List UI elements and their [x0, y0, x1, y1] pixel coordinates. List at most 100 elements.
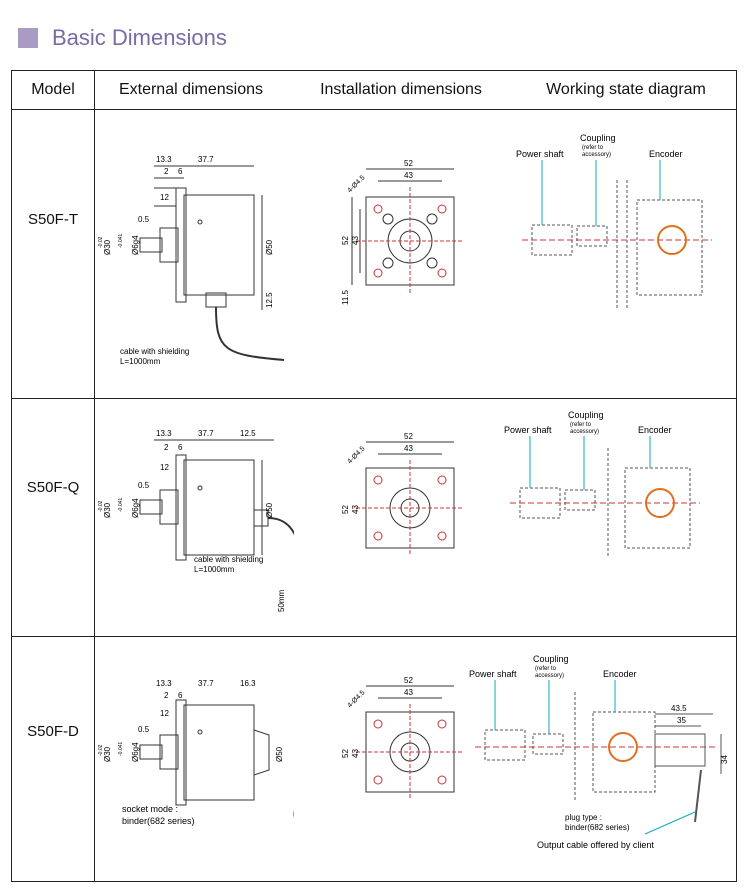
header-square-icon — [18, 28, 38, 48]
dim-label: 43 — [404, 444, 413, 453]
coupling-label: Coupling — [568, 410, 604, 420]
dim-label: 0.5 — [138, 215, 150, 224]
cable-label: cable with shielding — [120, 347, 189, 356]
dim-label: 43 — [351, 505, 360, 514]
output-cable-label: Output cable offered by client — [537, 840, 654, 850]
encoder-label: Encoder — [649, 149, 683, 159]
dim-label: 6 — [178, 167, 183, 176]
dim-label: 52 — [341, 236, 350, 245]
dim-label: Ø50 — [265, 502, 274, 518]
dim-label: Ø6g4 — [131, 498, 140, 518]
cable-label: cable with shielding — [194, 555, 263, 564]
dim-label: 35 — [677, 716, 686, 725]
dim-label: -0.041 — [118, 498, 124, 512]
page-title: Basic Dimensions — [52, 25, 227, 50]
length-label: L=1000mm — [194, 565, 235, 574]
dim-label: Ø6g4 — [131, 742, 140, 762]
model-name: S50F-T — [27, 211, 78, 228]
dim-label: 6 — [178, 691, 183, 700]
dim-label: 12 — [160, 709, 169, 718]
dim-label: 52 — [341, 505, 350, 514]
socket-label: binder(682 series) — [122, 816, 195, 826]
dim-label: Ø30 — [103, 239, 112, 255]
dim-label: 13.3 — [156, 429, 172, 438]
dim-label: 12.5 — [265, 292, 274, 308]
dim-label: 37.7 — [198, 429, 214, 438]
dim-label: 43.5 — [671, 704, 687, 713]
plug-label: binder(682 series) — [565, 823, 630, 832]
plug-label: plug type : — [565, 813, 602, 822]
dim-label: 43 — [404, 171, 413, 180]
coupling-note: (refer to — [570, 422, 592, 428]
dim-label: 52 — [404, 432, 413, 441]
dim-label: -0.02 — [98, 744, 104, 756]
dim-label: 0.5 — [138, 481, 150, 490]
dim-label: 43 — [404, 688, 413, 697]
external-drawing-s50f-d: 13.3 37.7 16.3 2 6 12 0.5 Ø6g4 Ø30 -0.02… — [98, 679, 294, 826]
dim-label: 0.5 — [138, 725, 150, 734]
dimensions-table: Model External dimensions Installation d… — [11, 70, 737, 882]
working-diagram-s50f-d: Power shaft Coupling (refer to accessory… — [469, 654, 729, 850]
working-diagram-s50f-t: Power shaft Coupling (refer to accessory… — [516, 133, 712, 310]
encoder-label: Encoder — [603, 669, 637, 679]
col-header-installation: Installation dimensions — [320, 81, 482, 98]
dim-label: 37.7 — [198, 679, 214, 688]
dim-label: 2 — [164, 443, 169, 452]
coupling-note: (refer to — [582, 145, 604, 151]
dim-label: -0.041 — [118, 234, 124, 248]
encoder-label: Encoder — [638, 425, 672, 435]
coupling-label: Coupling — [533, 654, 569, 664]
dim-label: 52 — [404, 159, 413, 168]
dim-label: Ø50 — [275, 746, 284, 762]
external-drawing-s50f-q: 13.3 37.7 12.5 2 6 12 0.5 Ø6g4 Ø30 -0.02… — [98, 429, 294, 612]
length-label: L=1000mm — [120, 357, 161, 366]
dim-label: -0.041 — [118, 742, 124, 756]
col-header-working: Working state diagram — [546, 81, 706, 98]
dim-label: 4-Ø4.5 — [346, 689, 366, 709]
external-drawing-s50f-t: 13.3 37.7 2 6 12 0.5 Ø6g4 Ø30 -0.02 -0.0… — [98, 155, 285, 366]
divider — [12, 636, 736, 637]
coupling-note: accessory) — [582, 152, 611, 158]
dim-label: 6 — [178, 443, 183, 452]
dim-label: Ø50 — [265, 239, 274, 255]
dim-label: 16.3 — [240, 679, 256, 688]
dim-label: 4-Ø4.5 — [346, 445, 366, 465]
socket-label: socket mode : — [122, 804, 178, 814]
coupling-label: Coupling — [580, 133, 616, 143]
dim-label: 43 — [351, 749, 360, 758]
dim-label: 2 — [164, 691, 169, 700]
dim-label: 13.3 — [156, 155, 172, 164]
dim-label: 52 — [341, 749, 350, 758]
installation-drawing-s50f-t: 52 43 4-Ø4.5 52 43 11.5 — [341, 159, 464, 305]
divider — [12, 109, 736, 110]
power-shaft-label: Power shaft — [504, 425, 552, 435]
model-name: S50F-D — [27, 723, 79, 740]
dim-label: Ø30 — [103, 502, 112, 518]
coupling-note: accessory) — [535, 673, 564, 679]
power-shaft-label: Power shaft — [516, 149, 564, 159]
col-header-external: External dimensions — [118, 81, 264, 98]
model-name: S50F-Q — [26, 479, 80, 496]
dim-label: 37.7 — [198, 155, 214, 164]
dim-label: 43 — [351, 236, 360, 245]
dim-label: -0.02 — [98, 500, 104, 512]
dim-label: 52 — [404, 676, 413, 685]
divider — [94, 71, 95, 881]
scale-label: 50mm — [277, 589, 286, 612]
dim-label: 12 — [160, 193, 169, 202]
dim-label: 12.5 — [240, 429, 256, 438]
installation-drawing-s50f-d: 52 43 4-Ø4.5 52 43 — [341, 676, 464, 800]
dim-label: Ø30 — [103, 746, 112, 762]
coupling-note: (refer to — [535, 666, 557, 672]
dim-label: 12 — [160, 463, 169, 472]
dim-label: -0.02 — [98, 236, 104, 248]
dim-label: 13.3 — [156, 679, 172, 688]
col-header-model: Model — [31, 81, 75, 98]
dim-label: 4-Ø4.5 — [346, 174, 366, 194]
dim-label: 11.5 — [341, 289, 350, 305]
dim-label: 34 — [720, 755, 729, 764]
section-header: Basic Dimensions — [18, 24, 227, 52]
divider — [12, 398, 736, 399]
coupling-note: accessory) — [570, 429, 599, 435]
dim-label: 2 — [164, 167, 169, 176]
